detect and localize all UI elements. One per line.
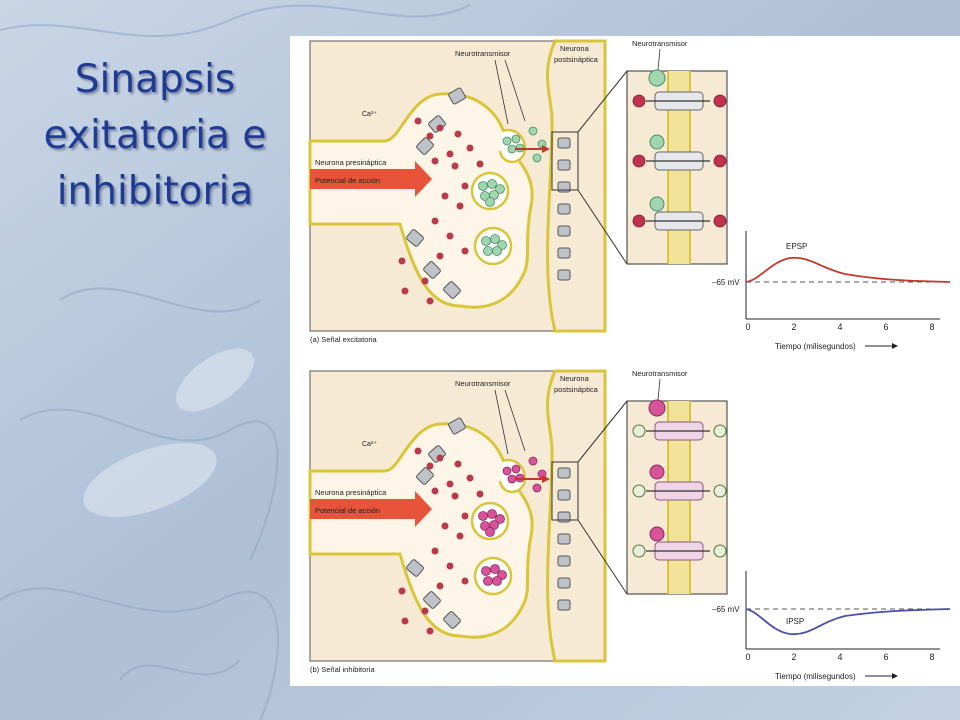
tick-label: 2 [791, 652, 796, 662]
tick-label: 8 [929, 652, 934, 662]
caption-b: (b) Señal inhibitoria [310, 665, 375, 674]
slide-title: Sinapsis exitatoria e inhibitoria [20, 52, 290, 220]
baseline-label-a: –65 mV [712, 278, 740, 287]
inset-neurotransmitter-label-a: Neurotransmisor [632, 39, 688, 48]
tick-label: 6 [883, 322, 888, 332]
panel-excitatory: EPSP –65 mV 0 2 4 6 8 Tiempo (milisegund… [308, 39, 951, 351]
action-potential-arrow [310, 491, 432, 527]
calcium-ions [398, 117, 484, 305]
neurotransmitter-label-b: Neurotransmisor [455, 379, 511, 388]
action-potential-label-a: Potencial de acción [315, 176, 380, 185]
receptor-inset-a [626, 69, 728, 265]
calcium-channels [406, 417, 466, 629]
title-line-1: Sinapsis [74, 57, 236, 102]
ipsp-label: IPSP [786, 617, 804, 626]
tick-label: 4 [837, 322, 842, 332]
tick-label: 8 [929, 322, 934, 332]
presynaptic-terminal [308, 370, 556, 662]
presynaptic-label-b: Neurona presináptica [315, 488, 387, 497]
postsynaptic-label-b1: Neurona [560, 374, 590, 383]
postsynaptic-neuron [545, 39, 628, 333]
calcium-channels [406, 87, 466, 299]
calcium-label-b: Ca²⁺ [362, 441, 377, 448]
epsp-graph: EPSP –65 mV 0 2 4 6 8 Tiempo (milisegund… [712, 231, 951, 351]
tick-label: 0 [745, 652, 750, 662]
receptor-inset-b [626, 399, 728, 595]
caption-a: (a) Señal excitatoria [310, 335, 378, 344]
title-line-2: exitatoria e [43, 113, 267, 158]
ipsp-graph: IPSP –65 mV 0 2 4 6 8 Tiempo (milisegund… [712, 571, 951, 681]
time-axis-label-b: Tiempo (milisegundos) [775, 672, 856, 681]
epsp-label: EPSP [786, 242, 807, 251]
postsynaptic-label-a2: postsináptica [554, 55, 599, 64]
postsynaptic-label-b2: postsináptica [554, 385, 599, 394]
action-potential-label-b: Potencial de acción [315, 506, 380, 515]
ipsp-trace [745, 608, 951, 635]
postsynaptic-neuron [545, 369, 628, 663]
presynaptic-terminal [308, 40, 556, 332]
title-line-3: inhibitoria [56, 169, 254, 214]
synaptic-vesicles [470, 458, 527, 596]
synapse-figure: EPSP –65 mV 0 2 4 6 8 Tiempo (milisegund… [290, 36, 960, 686]
action-potential-arrow [310, 161, 432, 197]
time-axis-label-a: Tiempo (milisegundos) [775, 342, 856, 351]
calcium-ions [398, 447, 484, 635]
inset-neurotransmitter-label-b: Neurotransmisor [632, 369, 688, 378]
postsynaptic-label-a1: Neurona [560, 44, 590, 53]
neurotransmitter-label-a: Neurotransmisor [455, 49, 511, 58]
baseline-label-b: –65 mV [712, 605, 740, 614]
zoom-box [551, 131, 579, 191]
epsp-trace [745, 256, 951, 283]
presynaptic-label-a: Neurona presináptica [315, 158, 387, 167]
tick-label: 0 [745, 322, 750, 332]
tick-label: 4 [837, 652, 842, 662]
tick-label: 2 [791, 322, 796, 332]
panel-inhibitory: IPSP –65 mV 0 2 4 6 8 Tiempo (milisegund… [308, 369, 951, 681]
calcium-label-a: Ca²⁺ [362, 111, 377, 118]
tick-label: 6 [883, 652, 888, 662]
